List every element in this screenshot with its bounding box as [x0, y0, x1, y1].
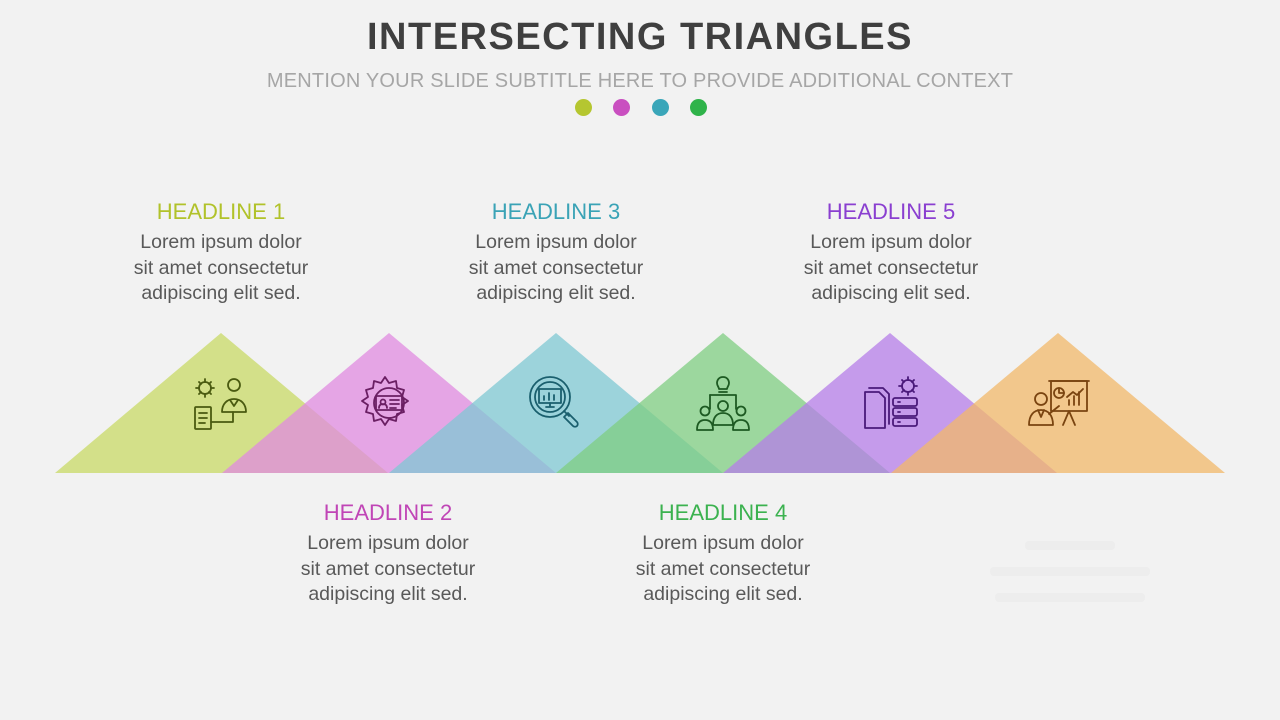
body-line: adipiscing elit sed. [811, 282, 971, 304]
body-line: sit amet consectetur [468, 256, 644, 279]
body-text-5: Lorem ipsum dolor sit amet consectetur a… [771, 230, 1011, 307]
body-line: adipiscing elit sed. [141, 282, 301, 304]
headline-1: HEADLINE 1 [156, 199, 286, 224]
triangles-group [55, 333, 1225, 473]
body-text-3: Lorem ipsum dolor sit amet consectetur a… [436, 230, 676, 307]
body-text-1: Lorem ipsum dolor sit amet consectetur a… [101, 230, 341, 307]
body-line: Lorem ipsum dolor [642, 532, 804, 554]
body-line: sit amet consectetur [300, 557, 476, 580]
body-line: sit amet consectetur [803, 256, 979, 279]
headline-4: HEADLINE 4 [658, 500, 788, 525]
headline-5: HEADLINE 5 [826, 199, 956, 224]
gear-id-card-icon [361, 376, 409, 426]
body-line: Lorem ipsum dolor [810, 231, 972, 253]
magnifier-chart-icon [529, 376, 579, 428]
dot-3 [652, 99, 669, 116]
body-line: sit amet consectetur [635, 557, 811, 580]
team-leader-idea-icon [696, 376, 750, 431]
body-line: sit amet consectetur [133, 256, 309, 279]
body-line: Lorem ipsum dolor [140, 231, 302, 253]
color-dots [0, 99, 1280, 117]
slide-title: INTERSECTING TRIANGLES [366, 16, 914, 58]
body-line: adipiscing elit sed. [308, 583, 468, 605]
team-document-icon [194, 378, 247, 430]
text-block-5: HEADLINE 5 Lorem ipsum dolor sit amet co… [771, 199, 1011, 307]
body-text-2: Lorem ipsum dolor sit amet consectetur a… [268, 531, 508, 608]
text-block-2: HEADLINE 2 Lorem ipsum dolor sit amet co… [268, 500, 508, 608]
body-text-4: Lorem ipsum dolor sit amet consectetur a… [603, 531, 843, 608]
dot-4 [690, 99, 707, 116]
headline-2: HEADLINE 2 [323, 500, 453, 525]
dot-2 [613, 99, 630, 116]
faint-placeholder-text [970, 535, 1170, 615]
headline-3: HEADLINE 3 [491, 199, 621, 224]
presenter-chart-icon [1028, 380, 1090, 426]
triangle-6 [891, 333, 1225, 473]
body-line: adipiscing elit sed. [476, 282, 636, 304]
documents-database-icon [864, 376, 918, 429]
text-block-3: HEADLINE 3 Lorem ipsum dolor sit amet co… [436, 199, 676, 307]
text-block-1: HEADLINE 1 Lorem ipsum dolor sit amet co… [101, 199, 341, 307]
body-line: Lorem ipsum dolor [307, 532, 469, 554]
body-line: adipiscing elit sed. [643, 583, 803, 605]
body-line: Lorem ipsum dolor [475, 231, 637, 253]
slide-subtitle: MENTION YOUR SLIDE SUBTITLE HERE TO PROV… [266, 70, 1014, 92]
text-block-4: HEADLINE 4 Lorem ipsum dolor sit amet co… [603, 500, 843, 608]
dot-1 [575, 99, 592, 116]
